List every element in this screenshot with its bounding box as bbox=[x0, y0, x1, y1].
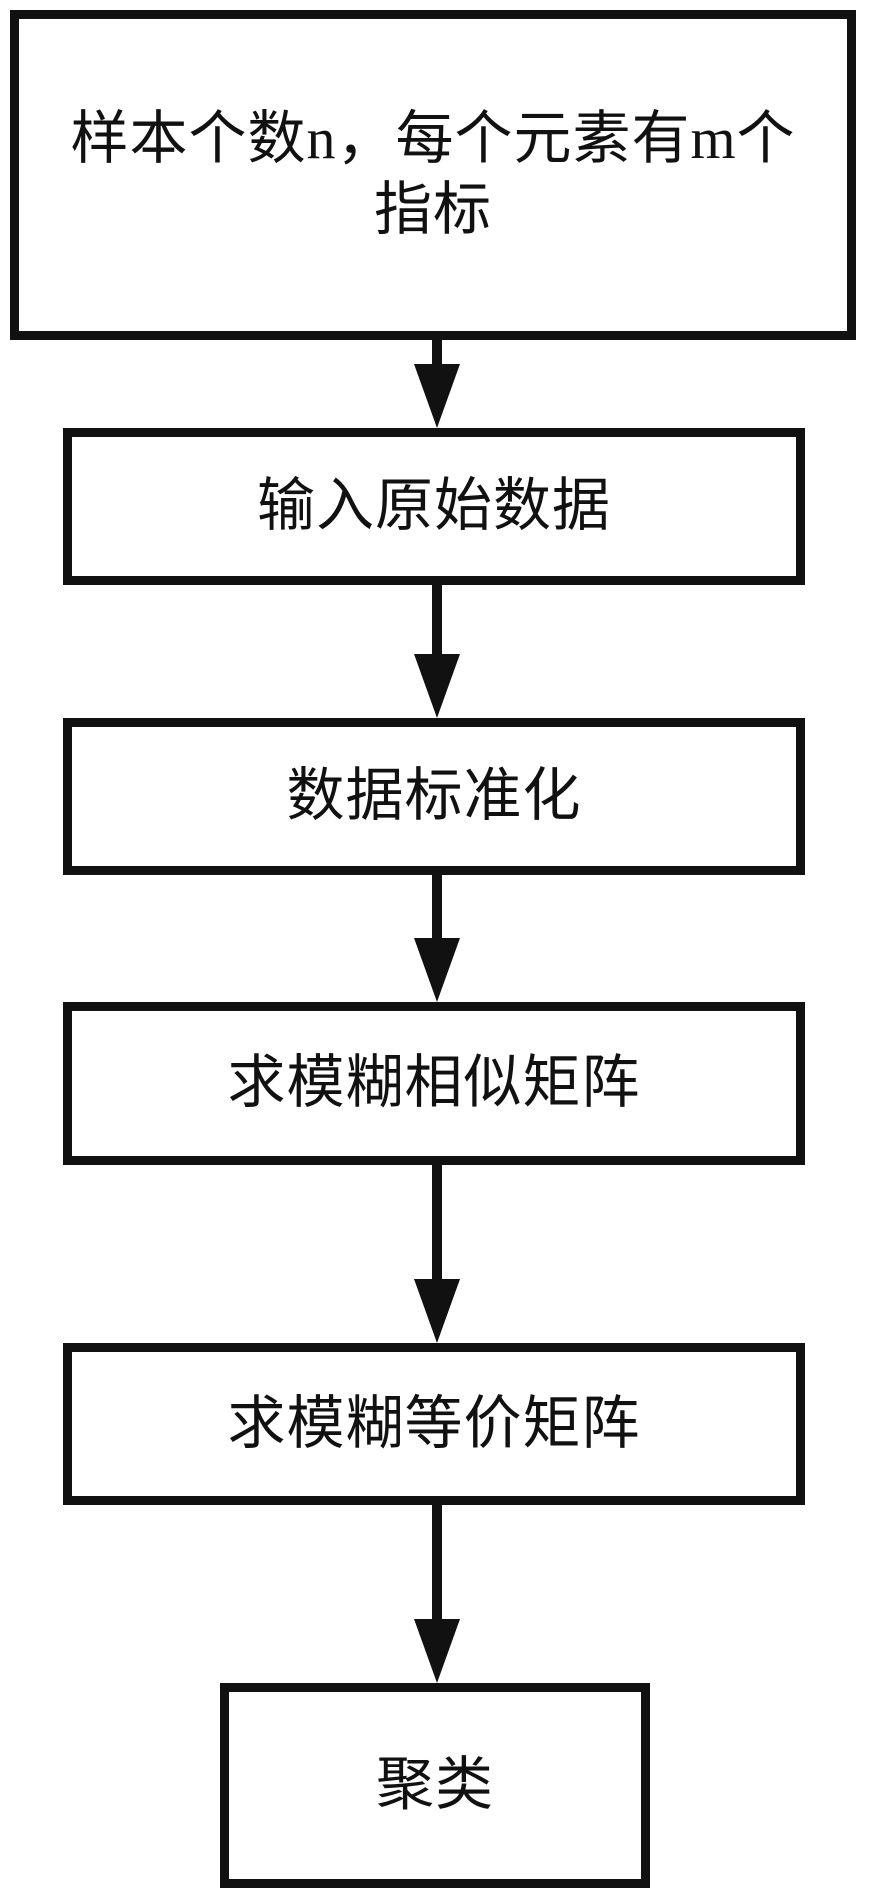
arrow-down-icon bbox=[414, 338, 460, 428]
arrow-stem bbox=[432, 585, 442, 654]
flow-step-fuzzy-equivalence-matrix: 求模糊等价矩阵 bbox=[63, 1343, 805, 1505]
arrow-head-icon bbox=[414, 364, 460, 428]
arrow-stem bbox=[432, 1505, 442, 1619]
flow-step-input-data-label: 输入原始数据 bbox=[256, 473, 611, 539]
arrow-stem bbox=[432, 1165, 442, 1279]
arrow-head-icon bbox=[414, 654, 460, 718]
flow-step-sample-count-line1: 样本个数n，每个元素有m个 bbox=[70, 106, 796, 172]
flow-step-input-data: 输入原始数据 bbox=[63, 428, 805, 585]
flow-step-sample-count-line2: 指标 bbox=[373, 177, 492, 242]
flow-step-fuzzy-similarity-matrix: 求模糊相似矩阵 bbox=[63, 1002, 805, 1165]
arrow-down-icon bbox=[414, 875, 460, 1002]
flow-step-fuzzy-equivalence-matrix-label: 求模糊等价矩阵 bbox=[227, 1390, 641, 1456]
arrow-stem bbox=[432, 875, 442, 938]
flow-step-clustering-label: 聚类 bbox=[375, 1752, 494, 1818]
arrow-down-icon bbox=[414, 585, 460, 718]
arrow-down-icon bbox=[414, 1505, 460, 1683]
flow-step-sample-count: 样本个数n，每个元素有m个 指标 bbox=[10, 10, 856, 340]
arrow-head-icon bbox=[414, 938, 460, 1002]
arrow-head-icon bbox=[414, 1279, 460, 1343]
arrow-down-icon bbox=[414, 1165, 460, 1343]
flow-step-data-normalization-label: 数据标准化 bbox=[286, 763, 582, 829]
flow-step-data-normalization: 数据标准化 bbox=[63, 718, 805, 875]
arrow-head-icon bbox=[414, 1619, 460, 1683]
flow-step-fuzzy-similarity-matrix-label: 求模糊相似矩阵 bbox=[227, 1050, 641, 1116]
arrow-stem bbox=[432, 338, 442, 364]
flow-step-clustering: 聚类 bbox=[220, 1683, 650, 1888]
